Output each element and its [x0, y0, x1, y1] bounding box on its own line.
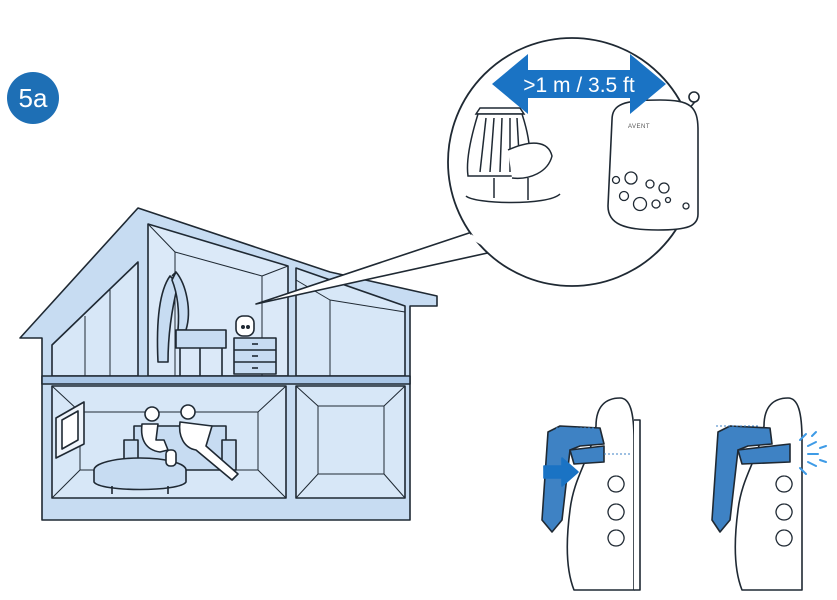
baby-unit-icon	[236, 316, 254, 336]
distance-label: >1 m / 3.5 ft	[523, 74, 635, 97]
step-label: 5a	[19, 83, 48, 113]
floor-divider	[42, 376, 410, 384]
parent-unit-on-table	[166, 450, 176, 466]
house-cutaway	[20, 208, 437, 520]
parent-unit-icon: AVENT	[608, 92, 699, 230]
belt-clip-attach	[542, 398, 640, 590]
belt-clip-release	[712, 398, 826, 590]
step-badge: 5a	[7, 72, 59, 124]
parent-unit-brand: AVENT	[628, 124, 650, 130]
lower-room-right	[296, 386, 405, 498]
nursery-dresser	[234, 338, 276, 374]
release-burst-icon	[800, 432, 826, 474]
